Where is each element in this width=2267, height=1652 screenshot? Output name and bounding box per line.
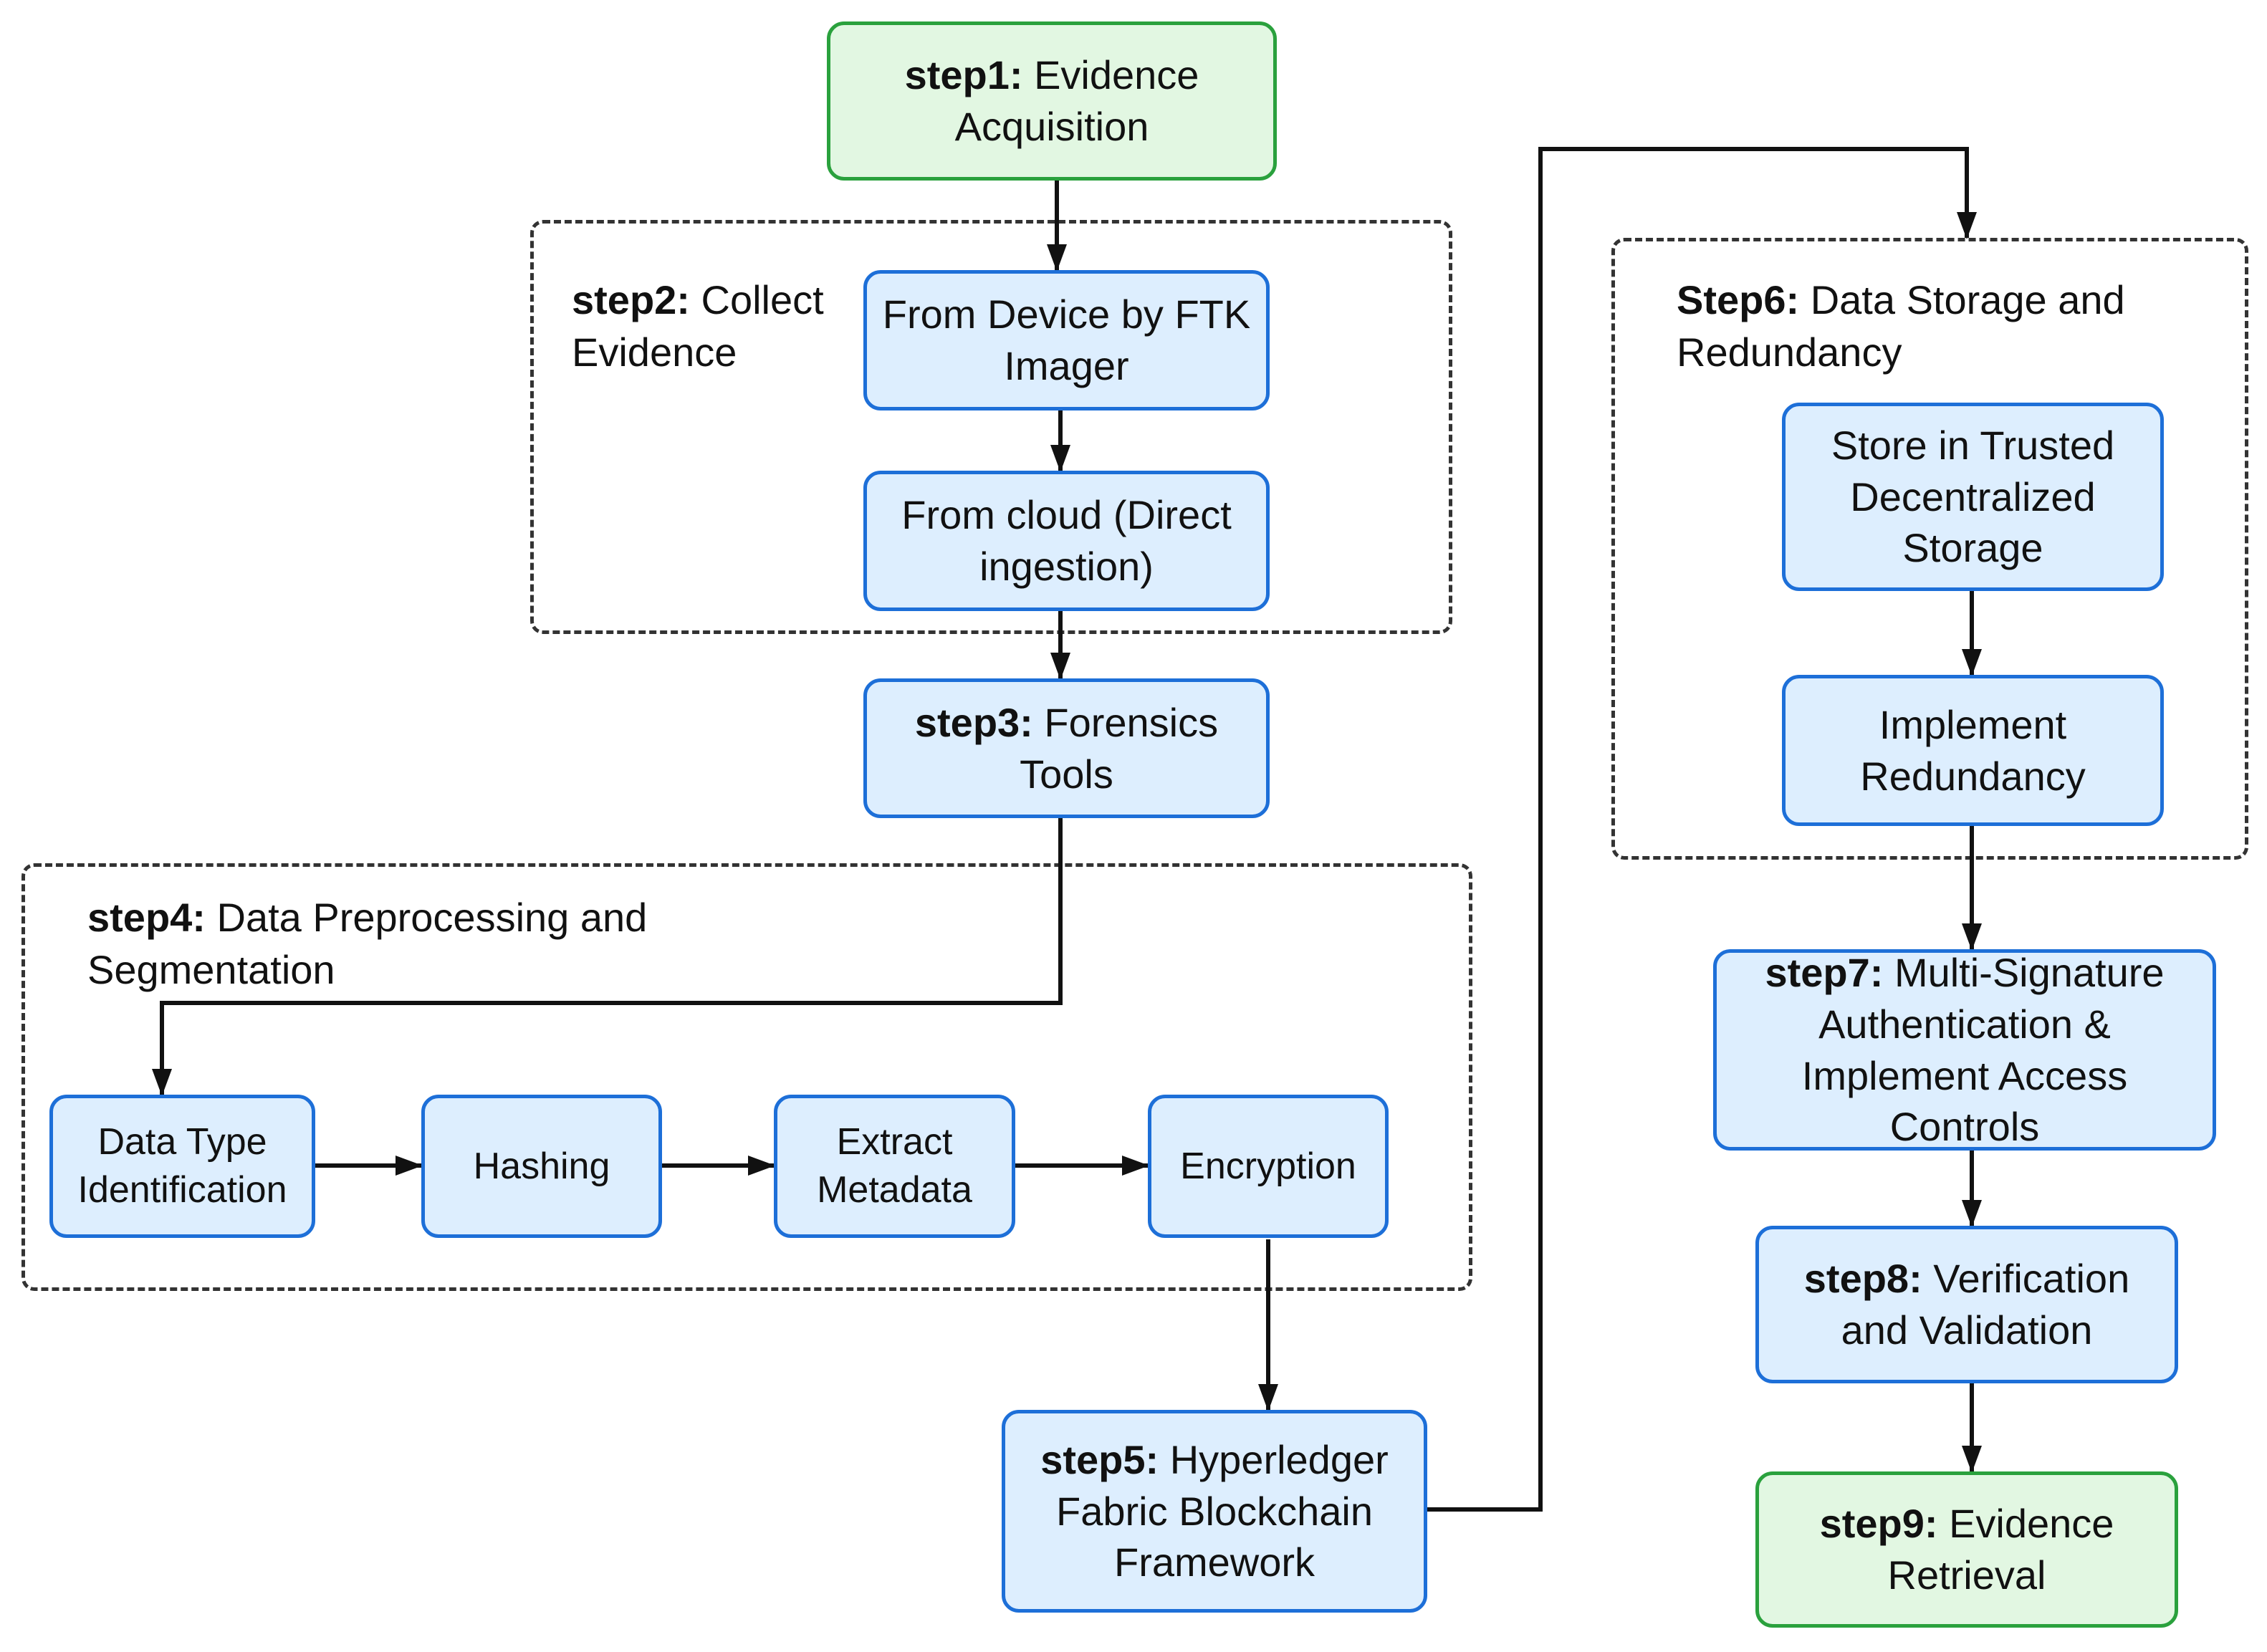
node-from-cloud-text: From cloud (Direct ingestion)	[901, 492, 1232, 589]
node-step8-step: step8:	[1803, 1256, 1922, 1302]
node-step3: step3: Forensics Tools	[863, 678, 1270, 818]
arrow-step5-to-store	[1427, 147, 1977, 1512]
node-implement-redundancy-text: Implement Redundancy	[1860, 701, 2086, 799]
node-store-trusted-text: Store in Trusted Decentralized Storage	[1831, 422, 2115, 571]
node-step9-step: step9:	[1819, 1501, 1938, 1547]
node-from-device-text: From Device by FTK Imager	[882, 292, 1251, 388]
group-step4-label: step4: Data Preprocessing and Segmentati…	[87, 892, 704, 997]
node-step3-step: step3:	[914, 699, 1033, 745]
group-step6-text: Data Storage and Redundancy	[1677, 277, 2125, 375]
node-encryption-text: Encryption	[1180, 1145, 1356, 1187]
group-step4	[21, 863, 1472, 1291]
node-data-type-text: Data Type Identification	[77, 1121, 287, 1211]
group-step2-text: Collect Evidence	[572, 277, 824, 375]
node-step1-text: Evidence Acquisition	[954, 52, 1199, 149]
node-step5-step: step5:	[1040, 1436, 1159, 1482]
node-step8: step8: Verification and Validation	[1755, 1226, 2178, 1383]
node-encryption: Encryption	[1148, 1095, 1389, 1238]
arrow-step3-to-datatype	[152, 818, 1063, 1096]
node-step7-text: Multi-Signature Authentication & Impleme…	[1801, 950, 2165, 1150]
node-hashing: Hashing	[421, 1095, 662, 1238]
node-step3-text: Forensics Tools	[1020, 699, 1219, 797]
group-step2	[530, 220, 1452, 634]
node-extract-metadata: Extract Metadata	[774, 1095, 1015, 1238]
node-step5-text: Hyperledger Fabric Blockchain Framework	[1056, 1436, 1389, 1585]
node-step7-step: step7:	[1765, 950, 1884, 996]
node-step8-text: Verification and Validation	[1841, 1256, 2130, 1353]
node-hashing-text: Hashing	[473, 1145, 610, 1187]
node-step1-step: step1:	[904, 52, 1023, 98]
node-step5: step5: Hyperledger Fabric Blockchain Fra…	[1002, 1410, 1427, 1613]
group-step4-text: Data Preprocessing and Segmentation	[87, 895, 648, 992]
node-step9-text: Evidence Retrieval	[1887, 1501, 2114, 1598]
node-step7: step7: Multi-Signature Authentication & …	[1713, 949, 2216, 1151]
group-step6-step: Step6:	[1677, 277, 1800, 322]
node-from-device: From Device by FTK Imager	[863, 270, 1270, 410]
group-step2-step: step2:	[572, 277, 690, 322]
group-step2-label: step2: Collect Evidence	[572, 274, 844, 379]
node-step1: step1: Evidence Acquisition	[827, 21, 1277, 181]
node-extract-metadata-text: Extract Metadata	[817, 1121, 972, 1211]
group-step4-step: step4:	[87, 895, 206, 940]
node-implement-redundancy: Implement Redundancy	[1782, 675, 2164, 826]
node-step9: step9: Evidence Retrieval	[1755, 1471, 2178, 1628]
node-store-trusted: Store in Trusted Decentralized Storage	[1782, 403, 2164, 591]
group-step6-label: Step6: Data Storage and Redundancy	[1677, 274, 2164, 379]
node-from-cloud: From cloud (Direct ingestion)	[863, 471, 1270, 611]
node-data-type-identification: Data Type Identification	[49, 1095, 315, 1238]
group-step6	[1611, 238, 2248, 860]
